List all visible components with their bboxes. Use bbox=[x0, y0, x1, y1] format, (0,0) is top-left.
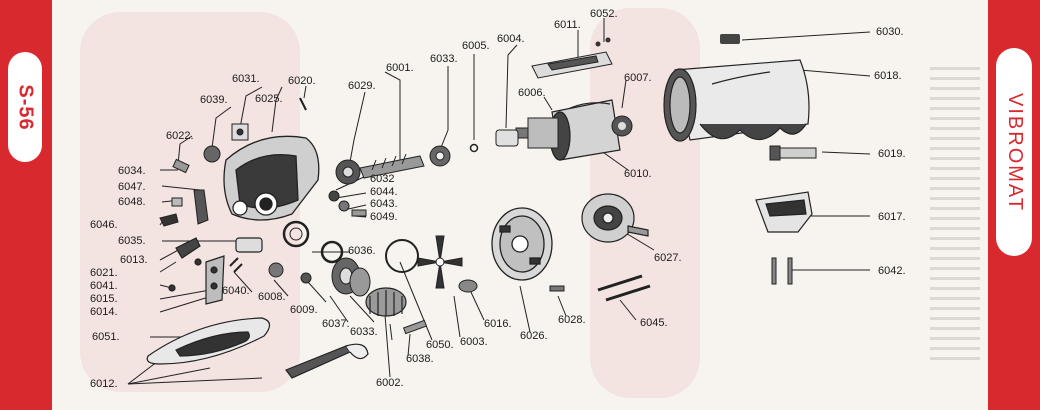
part-number-label: 6049. bbox=[370, 211, 398, 223]
part-number-label: 6020. bbox=[288, 75, 316, 87]
part-number-label: 6039. bbox=[200, 94, 228, 106]
part-number-label: 6040. bbox=[222, 285, 250, 297]
bleed-through-text bbox=[930, 60, 980, 390]
part-number-label: 6035. bbox=[118, 235, 146, 247]
part-number-label: 6003. bbox=[460, 336, 488, 348]
part-number-label: 6001. bbox=[386, 62, 414, 74]
part-number-label: 6011. bbox=[554, 19, 581, 31]
part-number-label: 6052. bbox=[590, 8, 618, 20]
part-number-label: 6050. bbox=[426, 339, 454, 351]
part-number-label: 6014. bbox=[90, 306, 118, 318]
part-number-label: 6013. bbox=[120, 254, 148, 266]
part-number-label: 6041. bbox=[90, 280, 118, 292]
part-number-label: 6005. bbox=[462, 40, 490, 52]
part-number-label: 6030. bbox=[876, 26, 904, 38]
part-number-label: 6033. bbox=[350, 326, 378, 338]
part-number-label: 6036. bbox=[348, 245, 376, 257]
part-number-label: 6031. bbox=[232, 73, 260, 85]
part-number-label: 6048. bbox=[118, 196, 146, 208]
part-number-label: 6051. bbox=[92, 331, 120, 343]
part-number-label: 6009. bbox=[290, 304, 318, 316]
part-number-label: 6004. bbox=[497, 33, 525, 45]
part-number-label: 6017. bbox=[878, 211, 906, 223]
part-number-label: 6026. bbox=[520, 330, 548, 342]
part-number-label: 6038. bbox=[406, 353, 434, 365]
part-number-label: 6045. bbox=[640, 317, 668, 329]
part-number-label: 6018. bbox=[874, 70, 902, 82]
part-number-label: 6006. bbox=[518, 87, 546, 99]
part-number-label: 6010. bbox=[624, 168, 652, 180]
brand-badge: VIBROMAT bbox=[996, 48, 1032, 256]
part-number-label: 6008. bbox=[258, 291, 286, 303]
part-number-label: 6043. bbox=[370, 198, 398, 210]
part-number-label: 6022. bbox=[166, 130, 194, 142]
part-number-label: 6034. bbox=[118, 165, 146, 177]
part-number-label: 6015. bbox=[90, 293, 118, 305]
part-number-label: 6033. bbox=[430, 53, 458, 65]
part-number-label: 6046. bbox=[90, 219, 118, 231]
part-number-label: 6028. bbox=[558, 314, 586, 326]
page-tag-badge: S-56 bbox=[8, 52, 42, 162]
part-number-label: 6027. bbox=[654, 252, 682, 264]
part-number-label: 6012. bbox=[90, 378, 118, 390]
part-number-label: 6021. bbox=[90, 267, 118, 279]
part-number-label: 6025. bbox=[255, 93, 283, 105]
part-number-label: 6007. bbox=[624, 72, 652, 84]
part-number-label: 6029. bbox=[348, 80, 376, 92]
part-number-label: 6044. bbox=[370, 186, 398, 198]
part-number-label: 6047. bbox=[118, 181, 146, 193]
part-number-label: 6019. bbox=[878, 148, 906, 160]
part-number-label: 6037. bbox=[322, 318, 350, 330]
part-number-label: 6032 bbox=[370, 173, 395, 185]
part-number-label: 6042. bbox=[878, 265, 906, 277]
part-number-label: 6016. bbox=[484, 318, 512, 330]
part-number-label: 6002. bbox=[376, 377, 404, 389]
